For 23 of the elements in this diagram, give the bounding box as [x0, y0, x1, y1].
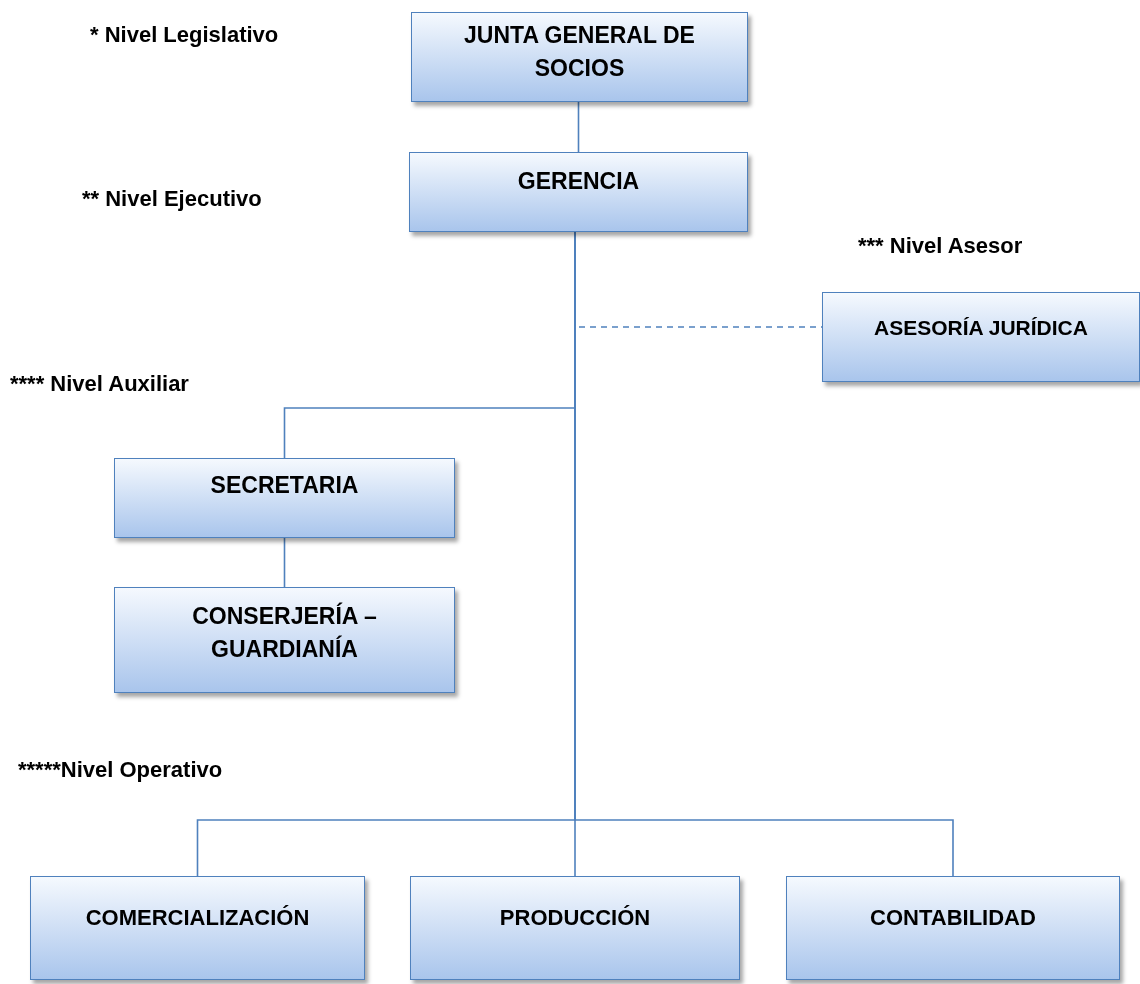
level-label: *****Nivel Operativo [18, 757, 223, 783]
unit-title: ASESORÍA JURÍDICA [874, 315, 1088, 341]
org-unit-box [410, 876, 740, 980]
org-unit-box [786, 876, 1120, 980]
unit-title: COMERCIALIZACIÓN [85, 904, 310, 932]
org-unit-box [114, 587, 455, 693]
connector-line [283, 537, 286, 588]
level-label: ** Nivel Ejecutivo [82, 186, 262, 212]
connector-line [577, 101, 580, 153]
org-unit-box [822, 292, 1140, 382]
level-label: *** Nivel Asesor [858, 233, 1023, 259]
unit-title: GERENCIA [517, 167, 640, 196]
org-unit-box [411, 12, 748, 102]
unit-title: CONSERJERÍA – GUARDIANÍA [191, 601, 378, 665]
org-unit-box [114, 458, 455, 538]
unit-title: JUNTA GENERAL DE SOCIOS [463, 21, 696, 84]
unit-title: PRODUCCIÓN [499, 904, 651, 932]
level-label: * Nivel Legislativo [90, 22, 279, 48]
unit-title: SECRETARIA [210, 471, 359, 500]
level-label: **** Nivel Auxiliar [10, 371, 189, 397]
unit-title: CONTABILIDAD [870, 904, 1036, 932]
org-unit-box [409, 152, 748, 232]
org-unit-box [30, 876, 365, 980]
